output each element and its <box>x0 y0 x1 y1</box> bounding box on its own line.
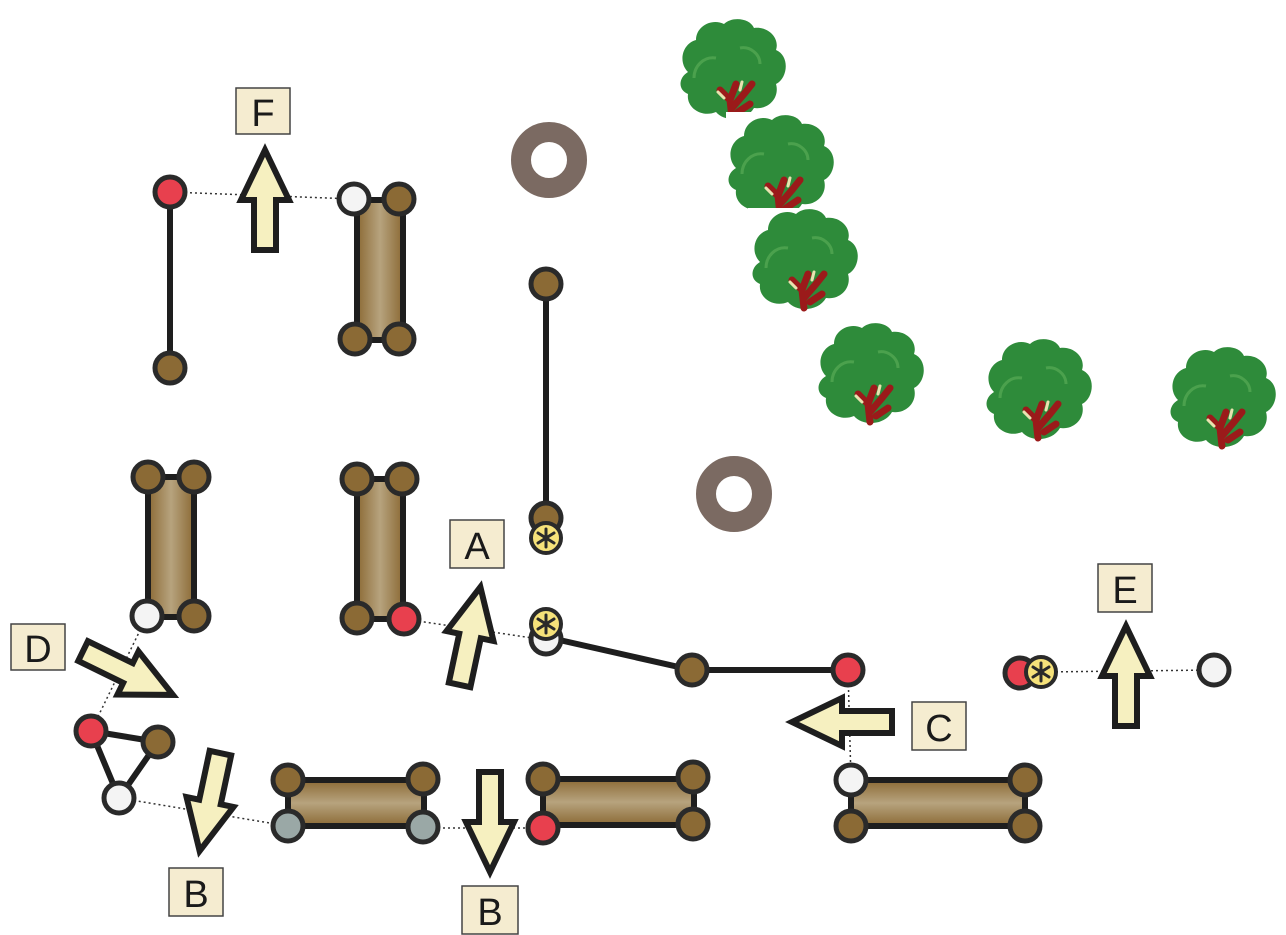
arrow-d-icon <box>74 637 180 698</box>
asterisk-lock-icon[interactable] <box>1024 655 1058 689</box>
joint-red-icon[interactable] <box>525 810 561 846</box>
label-c: C <box>911 701 967 751</box>
joint-icon[interactable] <box>337 321 373 357</box>
label-a-text: A <box>464 526 490 568</box>
label-b-left: B <box>168 867 224 917</box>
label-f: F <box>235 87 291 135</box>
arrows <box>74 143 1155 879</box>
joint-icon[interactable] <box>405 761 441 797</box>
joint-icon[interactable] <box>270 762 306 798</box>
label-f-text: F <box>251 93 274 135</box>
joint-white-icon[interactable] <box>129 598 165 634</box>
arrow-f-icon <box>236 143 294 253</box>
joint-icon[interactable] <box>381 181 417 217</box>
label-b-left-text: B <box>183 874 208 916</box>
solid-links <box>88 189 851 801</box>
label-d: D <box>10 623 66 671</box>
tree-icon <box>819 323 924 423</box>
joint-icon[interactable] <box>339 600 375 636</box>
dotted-connectors <box>90 191 1215 829</box>
tree-icon <box>987 339 1092 439</box>
joint-icon[interactable] <box>152 350 188 386</box>
lock-markers <box>529 521 1058 689</box>
beam-horizontal <box>540 776 697 828</box>
joint-white-icon[interactable] <box>1196 652 1232 688</box>
tree-icon <box>1171 347 1276 447</box>
asterisk-lock-icon[interactable] <box>529 521 563 555</box>
connector-line <box>169 191 355 200</box>
label-d-text: D <box>24 629 51 671</box>
joint-red-icon[interactable] <box>73 713 109 749</box>
joint-icon[interactable] <box>525 761 561 797</box>
asterisk-lock-icon[interactable] <box>529 607 563 641</box>
joint-icon[interactable] <box>130 459 166 495</box>
joint-white-icon[interactable] <box>101 780 137 816</box>
joint-gray-icon[interactable] <box>405 809 441 845</box>
joint-icon[interactable] <box>1007 762 1043 798</box>
arrow-a-icon <box>441 580 498 691</box>
joint-gray-icon[interactable] <box>270 808 306 844</box>
joint-icon[interactable] <box>140 724 176 760</box>
joint-white-icon[interactable] <box>833 762 869 798</box>
arrow-e-icon <box>1097 619 1155 729</box>
joint-red-icon[interactable] <box>152 174 188 210</box>
beam-horizontal <box>285 777 427 829</box>
joint-icon[interactable] <box>176 598 212 634</box>
link-a-diagonal <box>543 634 695 673</box>
arrow-b-left-icon <box>182 747 239 858</box>
joint-icon[interactable] <box>528 266 564 302</box>
beam-horizontal <box>848 777 1028 829</box>
label-e-text: E <box>1112 570 1137 612</box>
label-b-right-text: B <box>477 892 502 934</box>
ring-icon <box>696 456 772 532</box>
joint-icon[interactable] <box>833 808 869 844</box>
label-e: E <box>1097 563 1153 613</box>
label-c-text: C <box>925 708 952 750</box>
label-b-right: B <box>461 885 519 935</box>
joints <box>73 174 1232 846</box>
joint-white-icon[interactable] <box>336 181 372 217</box>
beam-vertical <box>354 197 406 343</box>
joint-icon[interactable] <box>384 461 420 497</box>
tree-group <box>678 14 1276 447</box>
beam-vertical <box>145 474 197 620</box>
joint-icon[interactable] <box>1007 808 1043 844</box>
joint-icon[interactable] <box>176 459 212 495</box>
arrow-c-icon <box>785 693 895 751</box>
beam-vertical <box>354 476 406 622</box>
joint-icon[interactable] <box>675 806 711 842</box>
joint-icon[interactable] <box>674 652 710 688</box>
arrow-b-right-icon <box>461 769 519 879</box>
label-a: A <box>449 519 505 569</box>
joint-icon[interactable] <box>339 461 375 497</box>
joint-icon[interactable] <box>675 759 711 795</box>
connector-line <box>90 615 148 732</box>
joint-red-icon[interactable] <box>830 652 866 688</box>
ring-icon <box>511 122 587 198</box>
beams <box>145 197 1028 829</box>
labels: F A D E C B B <box>10 87 1153 935</box>
joint-red-icon[interactable] <box>386 601 422 637</box>
joint-icon[interactable] <box>381 321 417 357</box>
